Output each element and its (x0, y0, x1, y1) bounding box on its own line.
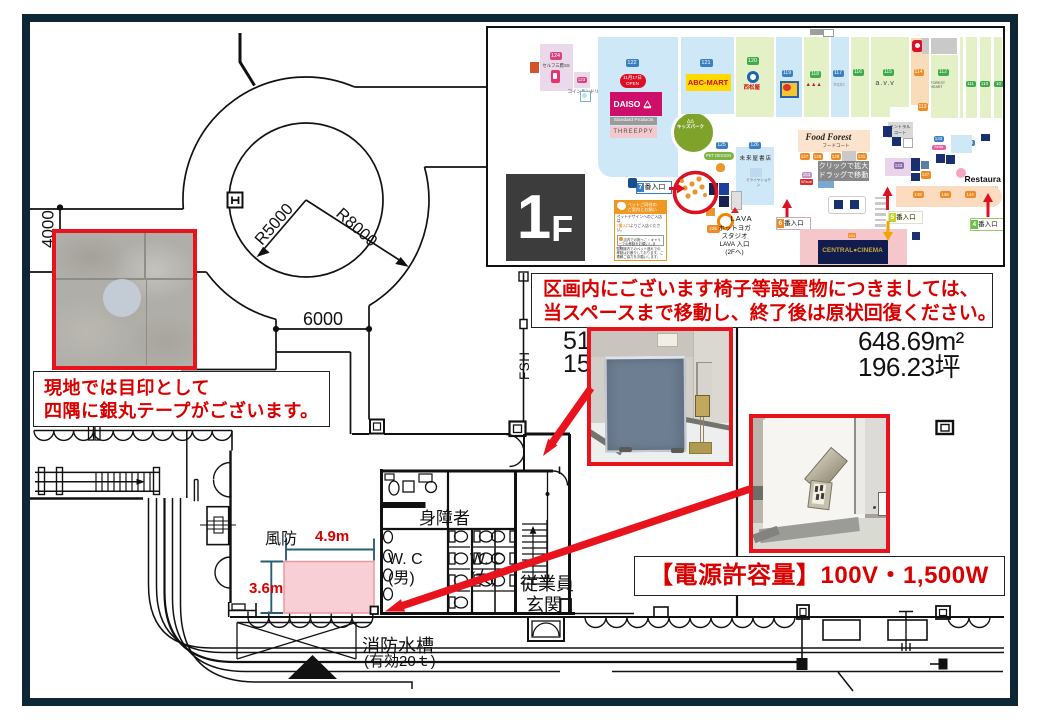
svg-text:R5000: R5000 (251, 200, 296, 249)
svg-text:R8000: R8000 (332, 205, 380, 251)
svg-text:6000: 6000 (303, 309, 343, 329)
svg-text:FSH: FSH (517, 352, 532, 381)
